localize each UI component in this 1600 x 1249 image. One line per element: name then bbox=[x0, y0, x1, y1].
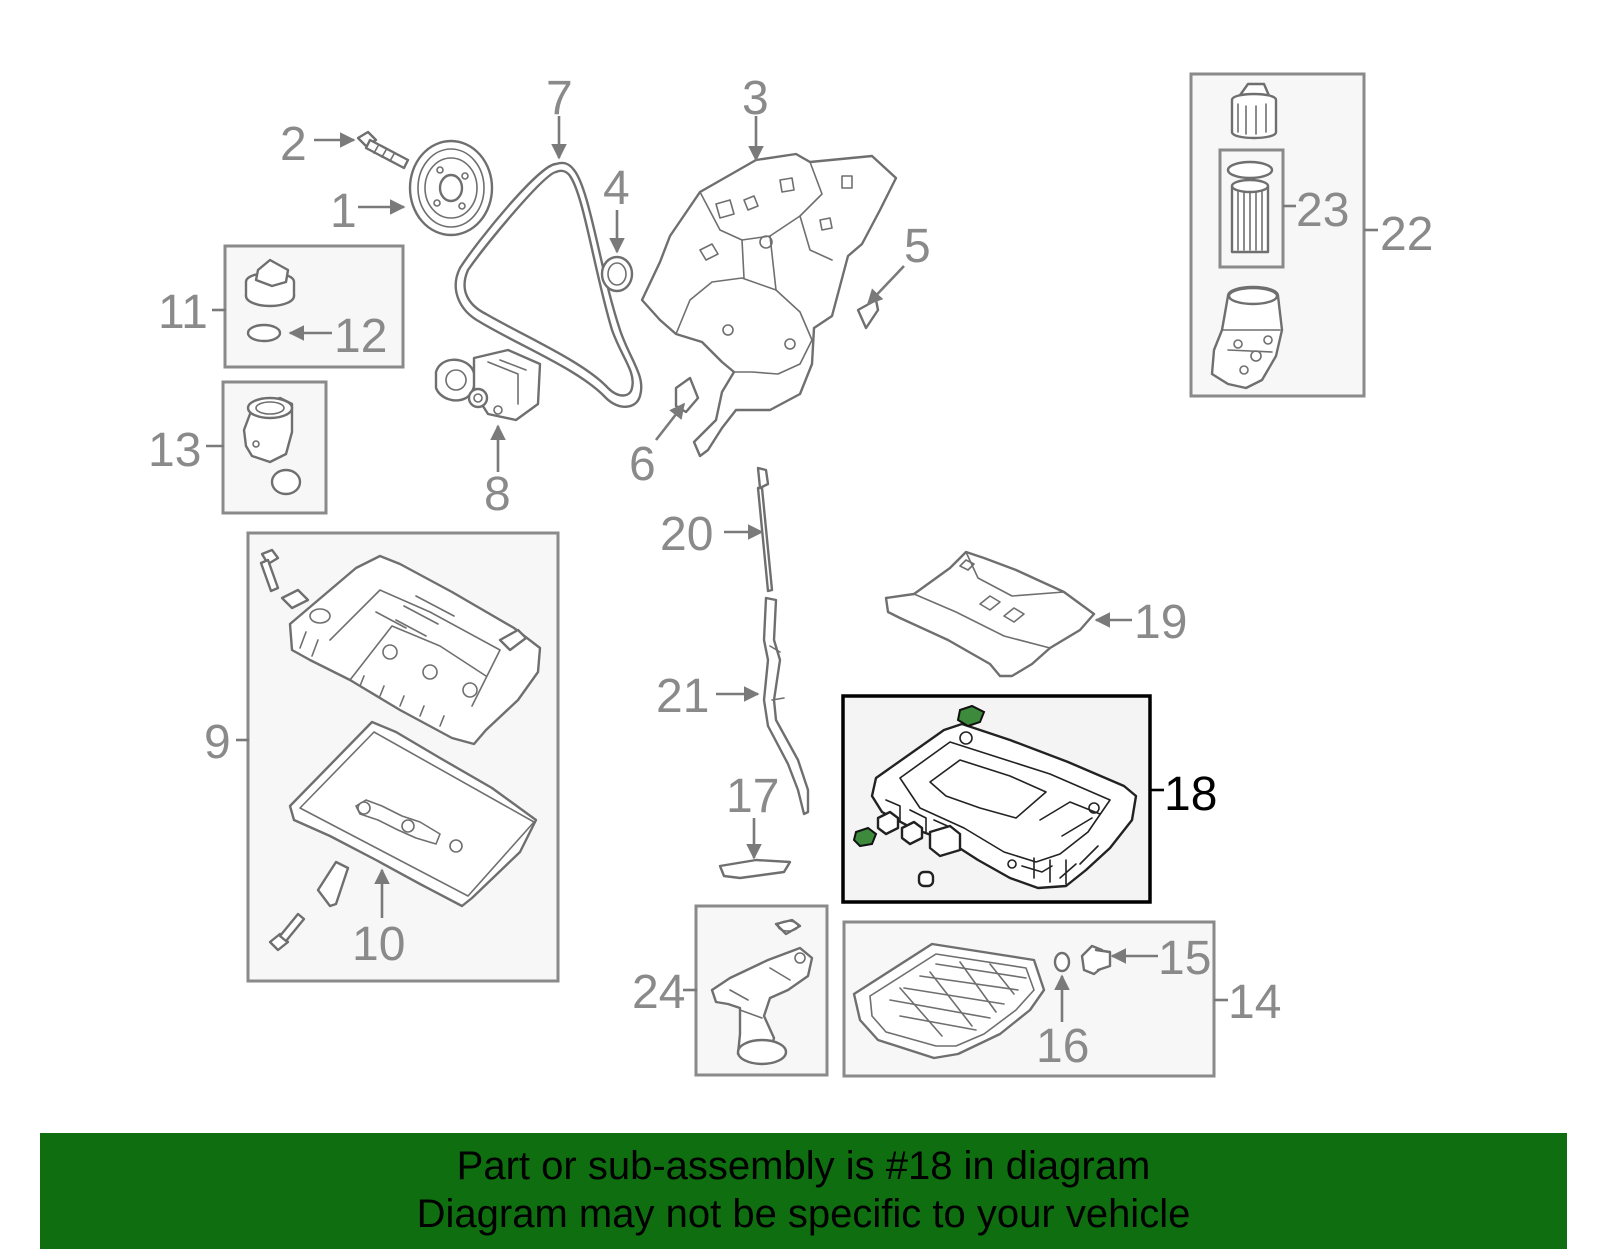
callout-12[interactable]: 12 bbox=[334, 310, 387, 363]
callout-23[interactable]: 23 bbox=[1296, 184, 1349, 237]
info-banner: Part or sub-assembly is #18 in diagram D… bbox=[40, 1133, 1567, 1249]
oil-filter-element[interactable] bbox=[1230, 178, 1270, 254]
callout-18[interactable]: 18 bbox=[1164, 768, 1217, 821]
callout-9[interactable]: 9 bbox=[204, 716, 231, 769]
oil-pump-pickup[interactable] bbox=[710, 918, 814, 1066]
callout-11[interactable]: 11 bbox=[158, 286, 208, 339]
gasket-bolt[interactable] bbox=[268, 912, 306, 952]
valve-cover-bolt[interactable] bbox=[259, 548, 310, 610]
group-box-11 bbox=[223, 244, 405, 369]
callout-6[interactable]: 6 bbox=[629, 438, 656, 491]
tube-gasket[interactable] bbox=[718, 858, 792, 880]
drain-plug[interactable] bbox=[1080, 944, 1112, 976]
callout-24[interactable]: 24 bbox=[632, 966, 685, 1019]
banner-line-1: Part or sub-assembly is #18 in diagram bbox=[456, 1144, 1151, 1188]
crankshaft-pulley[interactable] bbox=[408, 139, 494, 237]
callout-14[interactable]: 14 bbox=[1228, 976, 1281, 1029]
timing-belt-inner bbox=[463, 169, 634, 397]
valve-cover-gasket[interactable] bbox=[288, 720, 538, 908]
callout-17[interactable]: 17 bbox=[726, 770, 779, 823]
banner-line-2: Diagram may not be specific to your vehi… bbox=[416, 1192, 1191, 1236]
callout-21[interactable]: 21 bbox=[656, 670, 709, 723]
housing-o-ring[interactable] bbox=[270, 468, 302, 496]
callout-16[interactable]: 16 bbox=[1036, 1020, 1089, 1073]
callout-10[interactable]: 10 bbox=[352, 918, 405, 971]
gasket-bracket[interactable] bbox=[316, 860, 350, 908]
cover-gasket[interactable] bbox=[674, 376, 700, 414]
callout-5[interactable]: 5 bbox=[904, 220, 931, 273]
oil-filler-cap[interactable] bbox=[244, 258, 296, 308]
callout-15[interactable]: 15 bbox=[1158, 932, 1211, 985]
lower-oil-pan[interactable] bbox=[852, 942, 1046, 1060]
drain-plug-washer[interactable] bbox=[1053, 951, 1071, 973]
callout-4[interactable]: 4 bbox=[603, 162, 630, 215]
oil-filter-cap[interactable] bbox=[1230, 82, 1278, 140]
callout-2[interactable]: 2 bbox=[280, 118, 307, 171]
oil-seal[interactable] bbox=[600, 255, 634, 293]
valve-cover[interactable] bbox=[288, 554, 542, 746]
callout-3[interactable]: 3 bbox=[742, 72, 769, 125]
oil-dipstick[interactable] bbox=[756, 466, 774, 593]
belt-tensioner[interactable] bbox=[434, 348, 542, 422]
upper-oil-pan[interactable] bbox=[852, 704, 1138, 890]
filler-cap-o-ring[interactable] bbox=[246, 323, 282, 343]
callout-13[interactable]: 13 bbox=[148, 424, 201, 477]
timing-cover[interactable] bbox=[640, 152, 898, 458]
callout-19[interactable]: 19 bbox=[1134, 596, 1187, 649]
callout-22[interactable]: 22 bbox=[1380, 208, 1433, 261]
callout-1[interactable]: 1 bbox=[330, 185, 357, 238]
callout-20[interactable]: 20 bbox=[660, 508, 713, 561]
dipstick-tube[interactable] bbox=[762, 596, 810, 816]
pulley-bolt[interactable] bbox=[356, 130, 410, 170]
filter-o-ring[interactable] bbox=[1226, 160, 1274, 180]
cover-gasket-small[interactable] bbox=[856, 298, 880, 330]
leader-lines bbox=[206, 116, 1378, 1022]
thermostat-housing[interactable] bbox=[242, 396, 294, 464]
oil-baffle-plate[interactable] bbox=[884, 550, 1096, 678]
callout-8[interactable]: 8 bbox=[484, 468, 511, 521]
oil-filter-housing[interactable] bbox=[1210, 285, 1284, 390]
callout-7[interactable]: 7 bbox=[546, 72, 573, 125]
timing-belt[interactable] bbox=[454, 161, 643, 408]
